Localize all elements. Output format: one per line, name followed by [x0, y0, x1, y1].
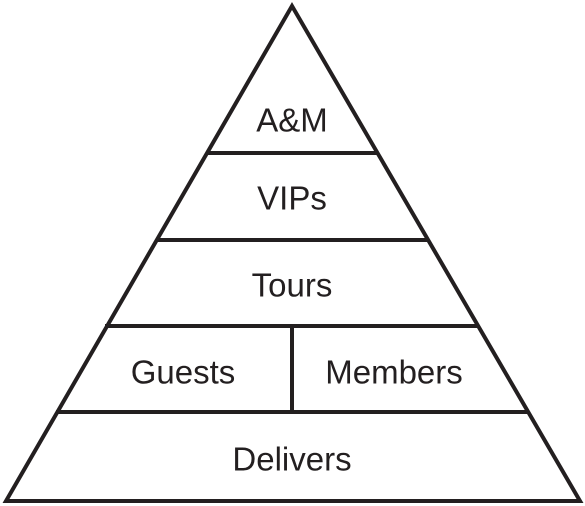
tier-fourth-left-label: Guests	[131, 354, 236, 391]
tier-fourth-right-label: Members	[325, 354, 463, 391]
tier-third-label: Tours	[252, 267, 333, 304]
tier-top-label: A&M	[256, 102, 328, 139]
tier-second-label: VIPs	[257, 180, 327, 217]
tier-base-label: Delivers	[232, 441, 351, 478]
